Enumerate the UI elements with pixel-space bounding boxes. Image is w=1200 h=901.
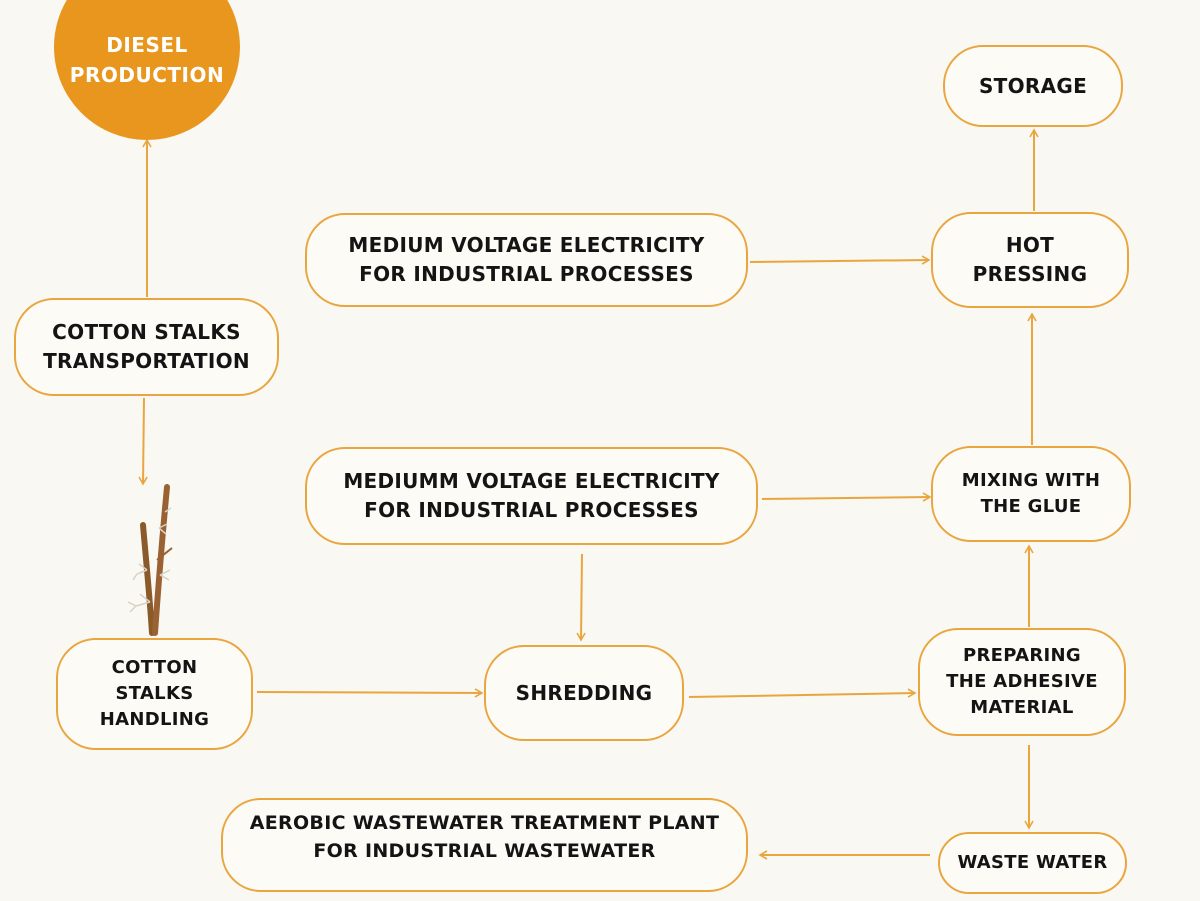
medium-voltage-electricity-node: MEDIUM VOLTAGE ELECTRICITY FOR INDUSTRIA… (305, 213, 748, 307)
mixing-with-glue-node: MIXING WITH THE GLUE (931, 446, 1131, 542)
hot-pressing-node: HOT PRESSING (931, 212, 1129, 308)
aerobic-wastewater-plant-node: AEROBIC WASTEWATER TREATMENT PLANT FOR I… (221, 798, 748, 892)
cotton-stalk-icon (127, 484, 173, 636)
arrow-mediumm-to-mixing (761, 492, 932, 502)
arrow-handling-to-shredding (256, 688, 484, 698)
arrow-electricity-to-shredding (576, 553, 586, 642)
cotton-stalks-handling-node: COTTON STALKS HANDLING (56, 638, 253, 750)
shredding-node: SHREDDING (484, 645, 684, 741)
storage-node: STORAGE (943, 45, 1123, 127)
arrow-shredding-to-preparing (688, 688, 917, 698)
arrow-medium-to-hotpressing (749, 255, 931, 265)
mediumm-voltage-electricity-node: MEDIUMM VOLTAGE ELECTRICITY FOR INDUSTRI… (305, 447, 758, 545)
waste-water-node: WASTE WATER (938, 832, 1127, 894)
arrow-transportation-to-stalks (138, 397, 148, 486)
cotton-stalks-transportation-node: COTTON STALKS TRANSPORTATION (14, 298, 279, 396)
preparing-adhesive-node: PREPARING THE ADHESIVE MATERIAL (918, 628, 1126, 736)
